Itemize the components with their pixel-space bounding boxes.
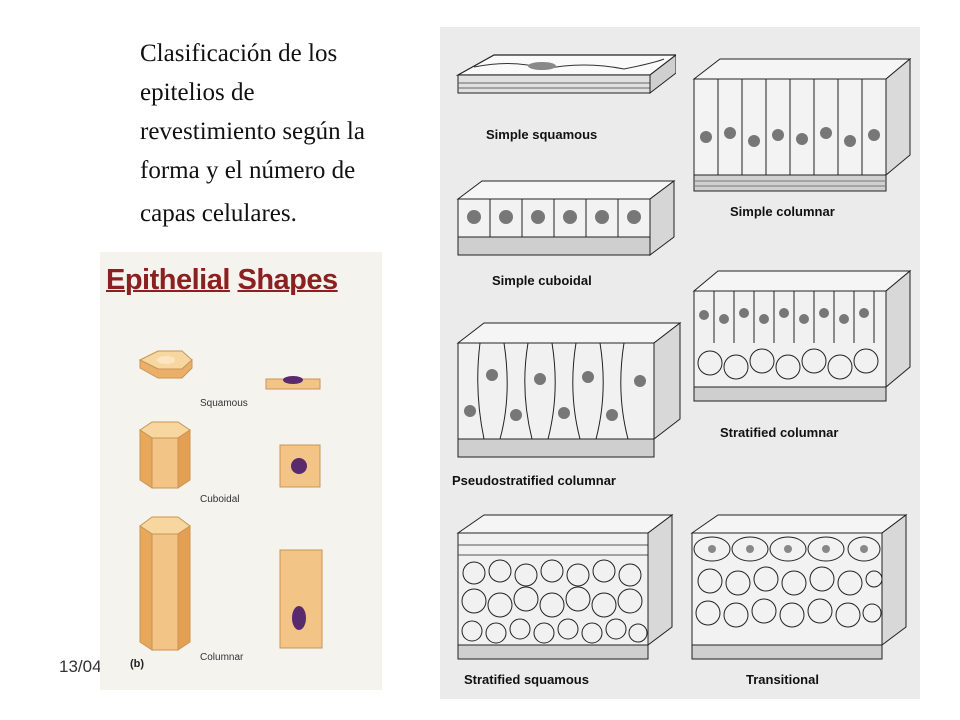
part-label: (b) [130,658,145,670]
epithelial-shapes-figure: Epithelial Shapes [100,252,382,690]
simple-cuboidal-illustration [456,180,676,256]
label-stratified-columnar: Stratified columnar [720,425,839,440]
label-simple-squamous: Simple squamous [486,127,598,142]
title-line-2: epitelios de [140,79,255,106]
title-line-1: Clasificación de los [140,40,338,67]
label-stratified-squamous: Stratified squamous [464,672,589,687]
squamous-prism-illustration [138,350,193,379]
label-simple-cuboidal: Simple cuboidal [492,273,592,288]
heading-word-shapes: Shapes [237,264,338,296]
epithelial-types-figure: Simple squamous Simple columnar Simple c… [440,27,920,699]
stratified-squamous-illustration [456,514,674,660]
columnar-section-illustration [279,549,323,649]
label-squamous: Squamous [200,398,248,409]
title-line-3: revestimiento según la [140,118,365,145]
stratified-columnar-illustration [692,269,912,402]
shape-illustrations [138,350,323,651]
transitional-illustration [690,514,908,660]
simple-squamous-illustration [455,54,676,95]
label-simple-columnar: Simple columnar [730,204,835,219]
simple-columnar-illustration [692,57,912,192]
title-line-5: capas celulares. [140,200,297,227]
shapes-heading: Epithelial Shapes [106,264,338,297]
heading-word-epithelial: Epithelial [106,264,230,296]
label-cuboidal: Cuboidal [200,494,240,505]
cuboidal-prism-illustration [139,421,191,489]
label-transitional: Transitional [746,672,819,687]
columnar-prism-illustration [139,516,191,651]
slide-date: 13/04 [59,657,102,676]
cuboidal-section-illustration [279,444,321,488]
title-line-4: forma y el número de [140,157,356,184]
squamous-section-illustration [265,376,321,390]
slide-title: Clasificación de los epitelios de revest… [140,34,440,233]
label-columnar: Columnar [200,652,244,663]
label-pseudostratified-columnar: Pseudostratified columnar [452,473,616,488]
pseudostratified-columnar-illustration [456,321,682,458]
